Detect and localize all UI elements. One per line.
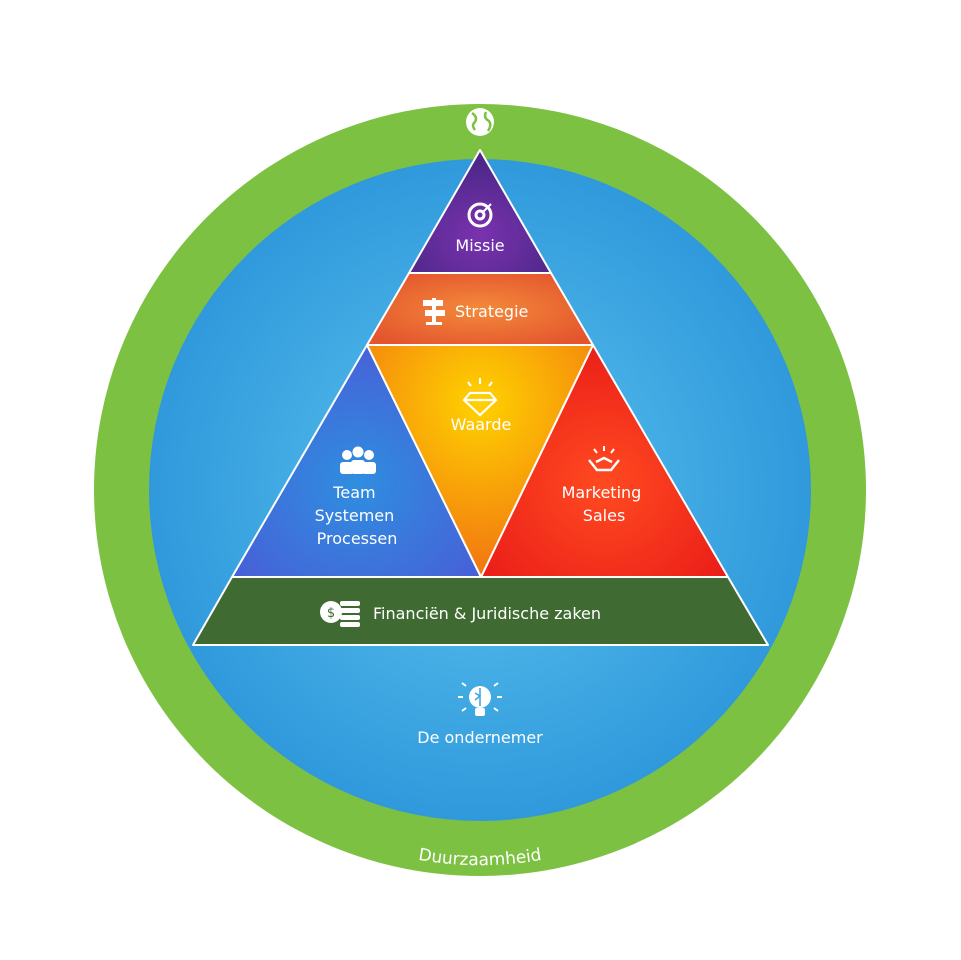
signpost-icon [423, 298, 445, 325]
diamond-icon [462, 378, 498, 417]
people-icon [340, 446, 376, 474]
strategie-label: Strategie [455, 302, 528, 321]
handshake-icon [588, 446, 620, 472]
segment-financien [192, 576, 769, 646]
team-label: Team Systemen Processen [315, 483, 400, 548]
ondernemer-label: De ondernemer [417, 728, 543, 747]
missie-label: Missie [455, 236, 504, 255]
lightbulb-brain-icon [458, 682, 502, 716]
financien-label: Financiën & Juridische zaken [373, 604, 601, 623]
svg-text:$: $ [327, 606, 335, 621]
marketing-label: Marketing Sales [562, 483, 647, 525]
coins-icon: $ [320, 601, 360, 627]
waarde-label: Waarde [451, 415, 512, 434]
globe-icon [466, 108, 494, 136]
target-icon [467, 202, 493, 228]
segment-waarde [366, 344, 594, 578]
